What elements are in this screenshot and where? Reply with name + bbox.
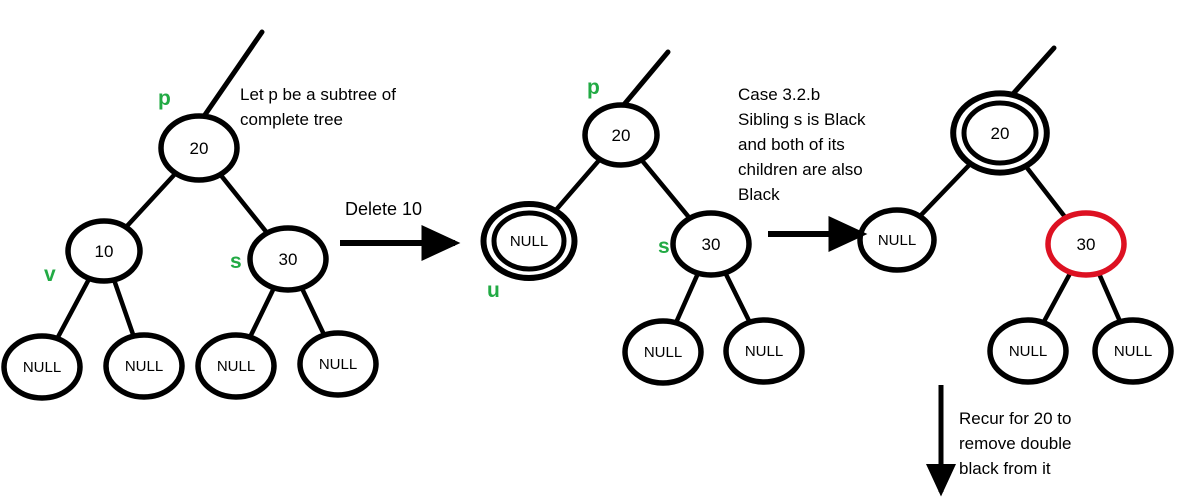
- note-bottom-right: Recur for 20 to remove double black from i…: [959, 409, 1071, 478]
- node-label: NULL: [1009, 343, 1047, 360]
- annotation-line: and both of its: [738, 135, 845, 154]
- tree-edge: [247, 285, 277, 340]
- node-label: NULL: [745, 343, 783, 360]
- node-circle: [582, 102, 660, 168]
- node-circle: [622, 318, 704, 386]
- node-circle: [491, 210, 567, 272]
- tree-node[interactable]: 30: [247, 225, 329, 293]
- null-node-double-black[interactable]: NULL: [480, 201, 578, 281]
- pointer-s: s: [230, 250, 242, 273]
- tree-edge: [915, 159, 976, 221]
- tree-edge: [54, 275, 93, 342]
- node-label: NULL: [23, 359, 61, 376]
- pointer-labels-layer: p v s p u s: [44, 76, 670, 302]
- pointer-s: s: [658, 235, 670, 258]
- node-circle: [723, 317, 805, 385]
- pointer-v: v: [44, 263, 56, 286]
- null-node[interactable]: NULL: [723, 317, 805, 385]
- tree-edge: [1040, 269, 1074, 326]
- null-node[interactable]: NULL: [103, 332, 185, 400]
- node-label: NULL: [878, 232, 916, 249]
- node-circle: [247, 225, 329, 293]
- annotation-line: Case 3.2.b: [738, 85, 820, 104]
- tree-node[interactable]: 20: [158, 113, 240, 183]
- node-label: 20: [612, 126, 631, 145]
- node-label: 30: [279, 250, 298, 269]
- tree-edges-layer: [54, 29, 1123, 342]
- tree-edge: [637, 155, 694, 222]
- null-node[interactable]: NULL: [1, 333, 83, 401]
- node-circle: [195, 332, 277, 400]
- tree-node[interactable]: 30: [670, 210, 752, 278]
- tree-node[interactable]: 10: [65, 218, 143, 284]
- null-node[interactable]: NULL: [195, 332, 277, 400]
- node-label: NULL: [510, 233, 548, 250]
- annotation-line: children are also: [738, 160, 863, 179]
- null-node[interactable]: NULL: [1092, 317, 1174, 385]
- arrow-delete-10-label: Delete 10: [345, 199, 422, 219]
- node-circle: [670, 210, 752, 278]
- pointer-p: p: [587, 76, 600, 99]
- tree-node[interactable]: 30: [1045, 210, 1127, 278]
- node-label: NULL: [125, 358, 163, 375]
- node-circle: [1092, 317, 1174, 385]
- tree-edge: [1096, 270, 1123, 325]
- node-circle: [297, 330, 379, 398]
- node-circle: [65, 218, 143, 284]
- node-label: 10: [95, 242, 114, 261]
- node-label: NULL: [644, 344, 682, 361]
- node-label: NULL: [1114, 343, 1152, 360]
- tree-edge: [111, 277, 136, 339]
- null-node[interactable]: NULL: [987, 317, 1069, 385]
- null-node[interactable]: NULL: [297, 330, 379, 398]
- note-left: Let p be a subtree of complete tree: [240, 85, 396, 129]
- node-circle: [1045, 210, 1127, 278]
- parent-edge: [197, 29, 265, 125]
- pointer-p: p: [158, 87, 171, 110]
- node-label: 30: [1077, 235, 1096, 254]
- annotation-line: Sibling s is Black: [738, 110, 866, 129]
- node-circle: [103, 332, 185, 400]
- node-label: NULL: [217, 358, 255, 375]
- annotation-text-layer: Let p be a subtree of complete tree Case 3…: [240, 85, 1071, 478]
- annotation-line: remove double: [959, 434, 1071, 453]
- tree-edge: [216, 170, 271, 237]
- transition-arrows-layer: Delete 10: [340, 199, 956, 497]
- node-circle: [1, 333, 83, 401]
- tree-edge: [551, 155, 604, 216]
- node-label: 20: [991, 124, 1010, 143]
- parent-edge: [619, 49, 671, 110]
- pointer-u: u: [487, 279, 500, 302]
- node-circle: [961, 100, 1039, 166]
- annotation-line: Let p be a subtree of: [240, 85, 396, 104]
- node-label: 20: [190, 139, 209, 158]
- tree-node[interactable]: 20: [582, 102, 660, 168]
- node-label: 30: [702, 235, 721, 254]
- tree-edge: [673, 270, 701, 326]
- null-node[interactable]: NULL: [857, 207, 937, 273]
- null-node[interactable]: NULL: [622, 318, 704, 386]
- annotation-line: black from it: [959, 459, 1051, 478]
- tree-node-double-black[interactable]: 20: [950, 90, 1050, 176]
- node-label: NULL: [319, 356, 357, 373]
- tree-edge: [299, 285, 327, 338]
- tree-edge: [122, 169, 180, 232]
- tree-edge: [1021, 161, 1069, 222]
- annotation-line: Black: [738, 185, 780, 204]
- annotation-line: Recur for 20 to: [959, 409, 1071, 428]
- node-circle: [987, 317, 1069, 385]
- tree-edge: [722, 269, 753, 326]
- node-circle: [158, 113, 240, 183]
- annotation-line: complete tree: [240, 110, 343, 129]
